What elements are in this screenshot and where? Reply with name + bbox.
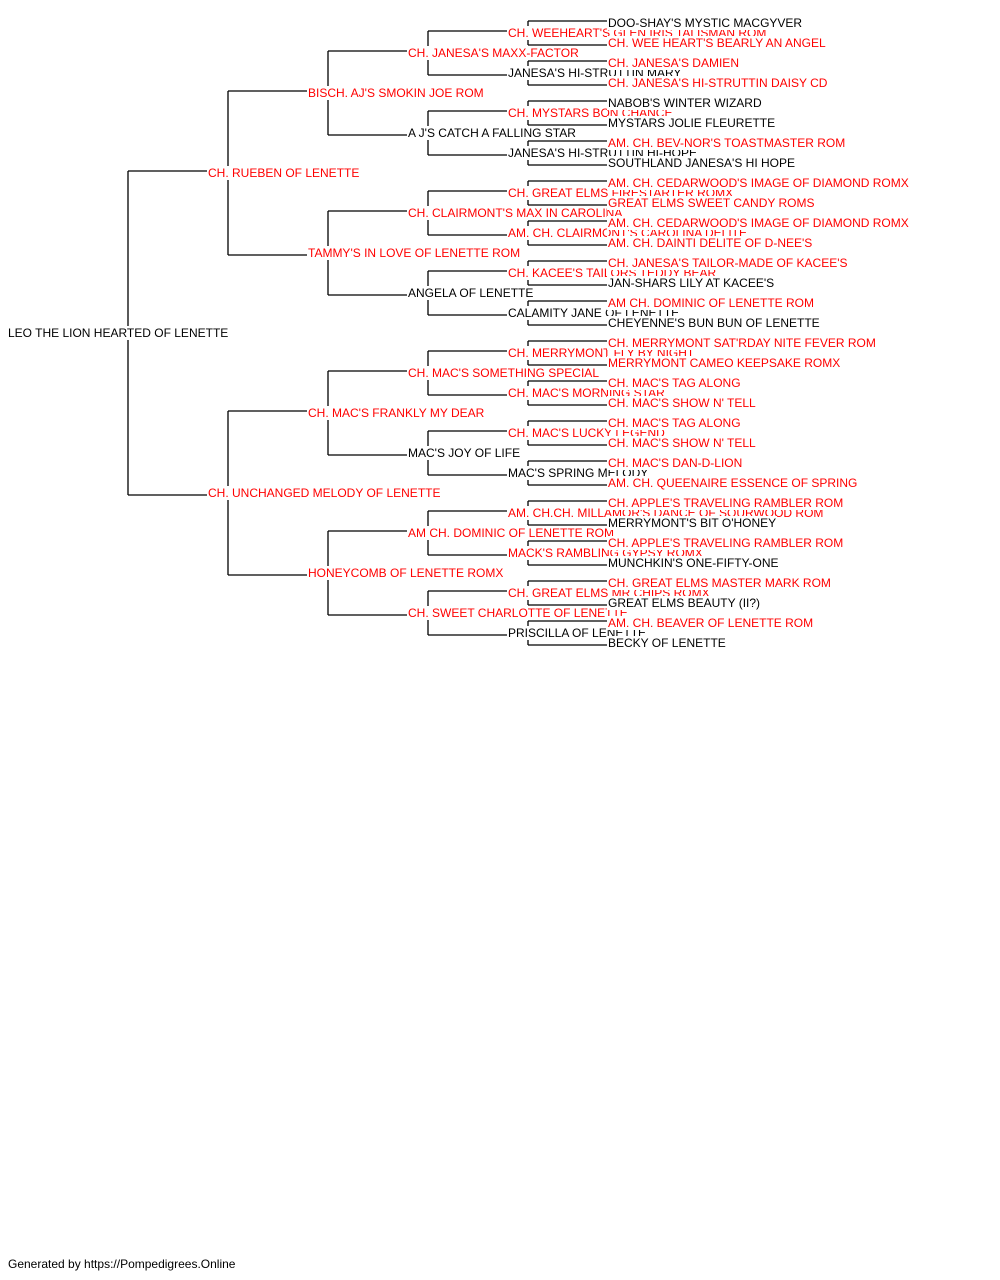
pedigree-sire.dam.sire.sire.sire-name: AM. CH. CEDARWOOD'S IMAGE OF DIAMOND ROM… [607, 176, 910, 190]
pedigree-dam.sire.dam.dam.sire-name: CH. MAC'S DAN-D-LION [607, 456, 744, 470]
pedigree-subject-name: LEO THE LION HEARTED OF LENETTE [7, 326, 230, 340]
pedigree-sire.sire.sire.sire.sire-name: DOO-SHAY'S MYSTIC MACGYVER [607, 16, 804, 30]
pedigree-sire.dam.dam.sire.sire-name: CH. JANESA'S TAILOR-MADE OF KACEE'S [607, 256, 849, 270]
pedigree-sire.sire.sire.dam.sire-name: CH. JANESA'S DAMIEN [607, 56, 740, 70]
pedigree-dam.sire.dam.sire.sire-name: CH. MAC'S TAG ALONG [607, 416, 742, 430]
pedigree-sire.sire.sire.dam.dam-name: CH. JANESA'S HI-STRUTTIN DAISY CD [607, 76, 829, 90]
pedigree-dam.dam.dam-name: CH. SWEET CHARLOTTE OF LENETTE [407, 606, 629, 620]
pedigree-sire.dam-name: TAMMY'S IN LOVE OF LENETTE ROM [307, 246, 522, 260]
pedigree-sire.dam.dam.dam.dam-name: CHEYENNE'S BUN BUN OF LENETTE [607, 316, 821, 330]
pedigree-dam.sire.dam-name: MAC'S JOY OF LIFE [407, 446, 522, 460]
pedigree-dam.dam.sire.dam.dam-name: MUNCHKIN'S ONE-FIFTY-ONE [607, 556, 780, 570]
pedigree-sire.sire.sire.sire.dam-name: CH. WEE HEART'S BEARLY AN ANGEL [607, 36, 827, 50]
pedigree-dam.dam.sire.sire.sire-name: CH. APPLE'S TRAVELING RAMBLER ROM [607, 496, 845, 510]
pedigree-dam.dam.dam.sire.dam-name: GREAT ELMS BEAUTY (II?) [607, 596, 762, 610]
pedigree-dam.dam.dam.dam.sire-name: AM. CH. BEAVER OF LENETTE ROM [607, 616, 815, 630]
pedigree-dam.sire-name: CH. MAC'S FRANKLY MY DEAR [307, 406, 486, 420]
pedigree-dam.dam.sire-name: AM CH. DOMINIC OF LENETTE ROM [407, 526, 616, 540]
pedigree-dam.dam.sire.sire.dam-name: MERRYMONT'S BIT O'HONEY [607, 516, 778, 530]
pedigree-dam.sire.dam.dam.dam-name: AM. CH. QUEENAIRE ESSENCE OF SPRING [607, 476, 859, 490]
pedigree-sire.dam.dam.dam.sire-name: AM CH. DOMINIC OF LENETTE ROM [607, 296, 816, 310]
pedigree-dam.sire.sire.dam.sire-name: CH. MAC'S TAG ALONG [607, 376, 742, 390]
pedigree-sire.sire.dam-name: A J'S CATCH A FALLING STAR [407, 126, 577, 140]
pedigree-sire.sire.dam.sire.sire-name: NABOB'S WINTER WIZARD [607, 96, 763, 110]
pedigree-sire.dam.dam.sire.dam-name: JAN-SHARS LILY AT KACEE'S [607, 276, 776, 290]
pedigree-sire.dam.sire.dam.dam-name: AM. CH. DAINTI DELITE OF D-NEE'S [607, 236, 814, 250]
pedigree-dam.dam.dam.sire.sire-name: CH. GREAT ELMS MASTER MARK ROM [607, 576, 832, 590]
pedigree-dam.sire.sire-name: CH. MAC'S SOMETHING SPECIAL [407, 366, 600, 380]
pedigree-sire.sire.dam.dam.sire-name: AM. CH. BEV-NOR'S TOASTMASTER ROM [607, 136, 847, 150]
pedigree-sire.sire-name: BISCH. AJ'S SMOKIN JOE ROM [307, 86, 485, 100]
pedigree-dam.dam.dam.dam.dam-name: BECKY OF LENETTE [607, 636, 727, 650]
pedigree-sire-name: CH. RUEBEN OF LENETTE [207, 166, 361, 180]
generated-by-credit: Generated by https://Pompedigrees.Online [8, 1257, 236, 1271]
pedigree-dam.sire.sire.sire.dam-name: MERRYMONT CAMEO KEEPSAKE ROMX [607, 356, 842, 370]
pedigree-dam.dam.sire.dam.sire-name: CH. APPLE'S TRAVELING RAMBLER ROM [607, 536, 845, 550]
pedigree-dam.sire.dam.sire.dam-name: CH. MAC'S SHOW N' TELL [607, 436, 757, 450]
pedigree-sire.sire.dam.sire.dam-name: MYSTARS JOLIE FLEURETTE [607, 116, 777, 130]
pedigree-sire.dam.dam-name: ANGELA OF LENETTE [407, 286, 535, 300]
pedigree-dam.dam-name: HONEYCOMB OF LENETTE ROMX [307, 566, 505, 580]
pedigree-sire.dam.sire-name: CH. CLAIRMONT'S MAX IN CAROLINA [407, 206, 624, 220]
pedigree-dam.sire.sire.dam.dam-name: CH. MAC'S SHOW N' TELL [607, 396, 757, 410]
pedigree-sire.sire.sire-name: CH. JANESA'S MAXX-FACTOR [407, 46, 580, 60]
pedigree-dam.sire.sire.sire.sire-name: CH. MERRYMONT SAT'RDAY NITE FEVER ROM [607, 336, 877, 350]
pedigree-sire.sire.dam.dam.dam-name: SOUTHLAND JANESA'S HI HOPE [607, 156, 796, 170]
pedigree-sire.dam.sire.sire.dam-name: GREAT ELMS SWEET CANDY ROMS [607, 196, 816, 210]
pedigree-dam-name: CH. UNCHANGED MELODY OF LENETTE [207, 486, 442, 500]
pedigree-sire.dam.sire.dam.sire-name: AM. CH. CEDARWOOD'S IMAGE OF DIAMOND ROM… [607, 216, 910, 230]
